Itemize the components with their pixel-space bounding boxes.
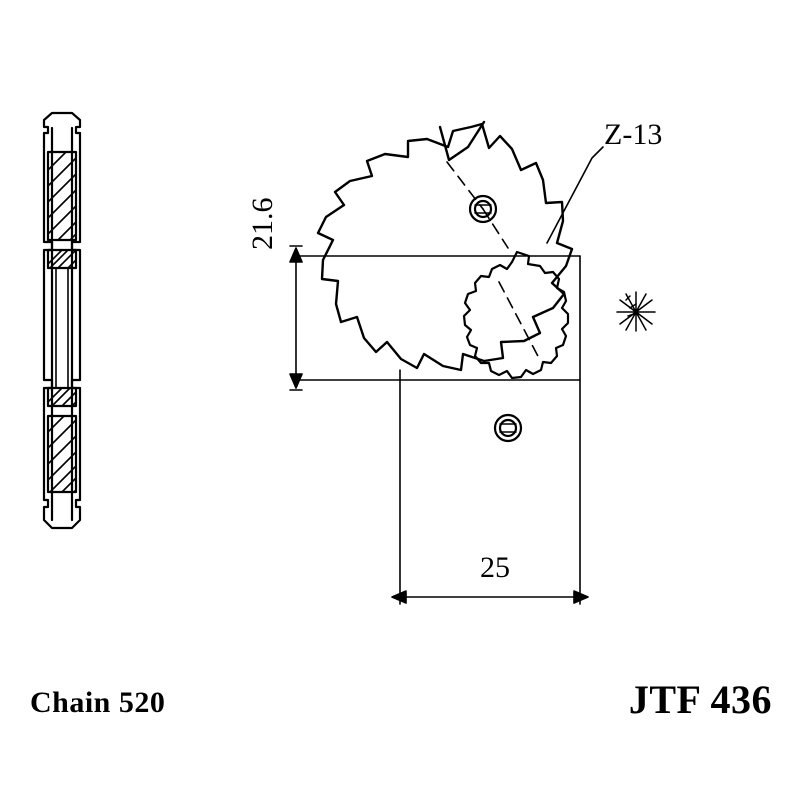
dimension-label-25: 25 [480,551,510,584]
dimension-label-21-6: 21.6 [246,197,279,251]
teeth-callout-label: Z-13 [604,118,663,151]
side-profile-view [42,111,82,530]
dimension-21-6 [289,245,581,391]
chain-size-label: Chain 520 [30,686,166,719]
surface-finish-mark [616,291,656,332]
sprocket-face-view [289,120,656,605]
bolt-holes [468,194,523,443]
dimension-25 [391,255,589,605]
hub-splined-bore [462,250,570,380]
part-number-label: JTF 436 [628,677,772,722]
